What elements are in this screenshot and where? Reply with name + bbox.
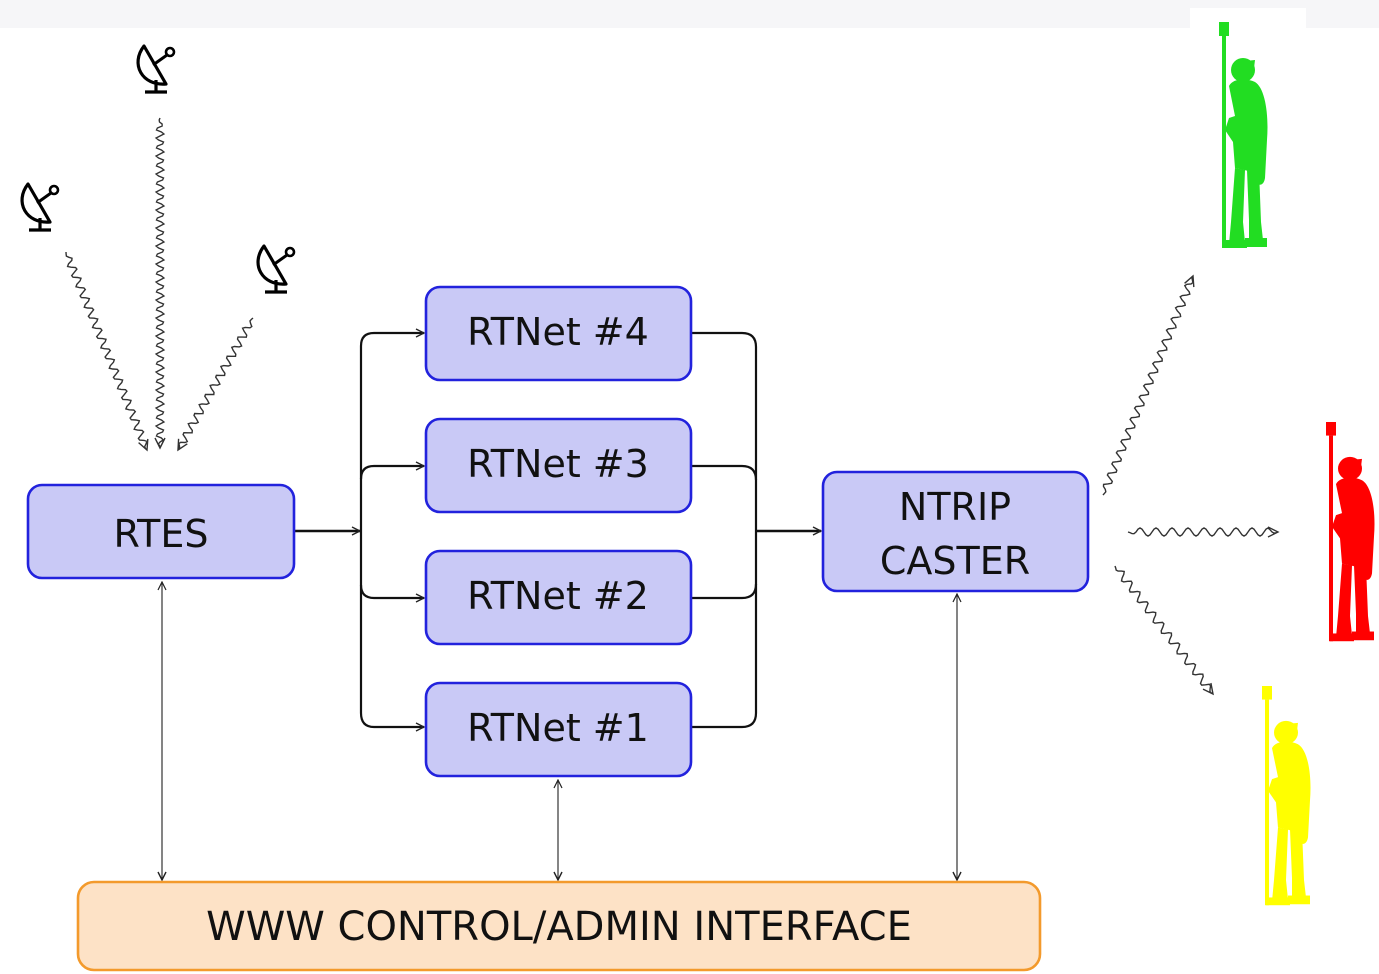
rtnet-label: RTNet #3 bbox=[467, 442, 649, 486]
ntrip-caster-box: NTRIP CASTER bbox=[821, 470, 1090, 593]
rtnet-merger bbox=[691, 331, 758, 729]
caster-label-line1: NTRIP bbox=[899, 485, 1011, 529]
caster-label-line2: CASTER bbox=[880, 539, 1030, 583]
admin-interface-box: WWW CONTROL/ADMIN INTERFACE bbox=[76, 880, 1042, 972]
signal-wave-left bbox=[65, 251, 149, 452]
surveyor-rover-icon bbox=[1326, 422, 1375, 642]
window-top-strip bbox=[0, 0, 1379, 28]
signal-wave-center bbox=[154, 117, 166, 450]
rtnet-label: RTNet #1 bbox=[467, 706, 649, 750]
signal-wave-to-yellow-rover bbox=[1114, 565, 1214, 696]
surveyor-rover-icon bbox=[1262, 686, 1311, 906]
admin-label: WWW CONTROL/ADMIN INTERFACE bbox=[206, 904, 912, 950]
signal-wave-to-red-rover bbox=[1127, 526, 1280, 538]
signal-wave-to-green-rover bbox=[1102, 274, 1195, 496]
rtnet-box-3: RTNet #3 bbox=[424, 417, 693, 514]
satellite-dish-icon bbox=[136, 44, 176, 94]
rtnet-label: RTNet #4 bbox=[467, 310, 649, 354]
satellite-dish-icon bbox=[256, 244, 296, 294]
rtnet-splitter bbox=[359, 331, 375, 729]
satellite-dish-icon bbox=[20, 182, 60, 232]
rtes-box: RTES bbox=[26, 483, 296, 580]
rtes-label: RTES bbox=[114, 512, 209, 556]
rtnet-label: RTNet #2 bbox=[467, 574, 649, 618]
rtnet-box-1: RTNet #1 bbox=[424, 681, 693, 778]
signal-wave-right bbox=[177, 317, 254, 452]
rtnet-box-2: RTNet #2 bbox=[424, 549, 693, 646]
rtnet-box-4: RTNet #4 bbox=[424, 285, 693, 382]
